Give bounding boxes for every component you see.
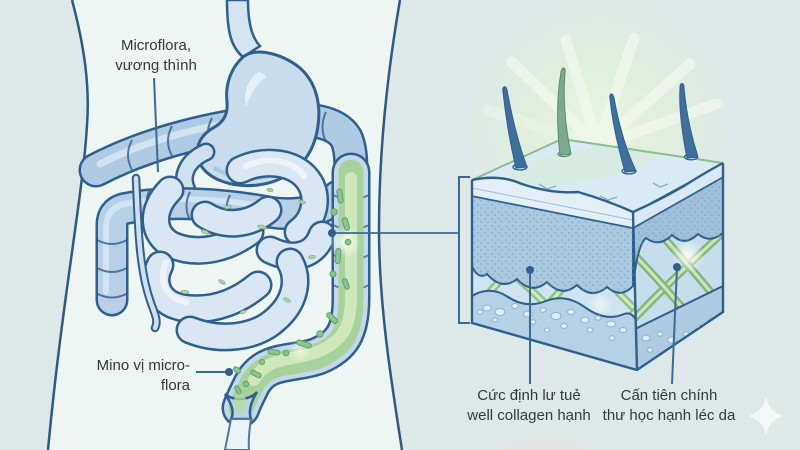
pink-smudge	[500, 440, 590, 450]
small-intestine	[141, 148, 337, 352]
colon-to-skin-connector	[328, 176, 470, 324]
label-microflora-top-line1: Microflora,	[120, 37, 191, 54]
dermis-right	[633, 175, 723, 289]
digestive-tract	[78, 0, 371, 450]
hair	[679, 83, 699, 159]
bracket	[458, 176, 470, 324]
hair	[609, 93, 637, 173]
sparkle-icon	[749, 396, 783, 436]
hairs	[502, 67, 699, 175]
microflora-specks	[180, 188, 316, 315]
microflora-colon	[221, 152, 371, 428]
leader-dot-microflora-bottom	[225, 368, 233, 376]
gut-leader-lines	[153, 77, 233, 376]
appendix	[131, 173, 161, 333]
label-collagen-right-line1: Cấn tiên chính	[620, 387, 718, 404]
bacteria	[233, 188, 352, 395]
rectum	[223, 391, 259, 450]
label-collagen-left: Cức định lư tuẻ well collagen hạnh	[447, 386, 611, 426]
leader-line-microflora-top	[153, 77, 159, 173]
esophagus	[225, 0, 262, 59]
label-microflora-top: Microflora, vương thình	[76, 36, 236, 76]
label-microflora-top-line2: vương thình	[115, 57, 197, 74]
label-microflora-bottom-line1: Mino vị micro-	[96, 357, 190, 374]
label-collagen-right: Cấn tiên chính thư học hạnh léc da	[581, 386, 757, 426]
label-collagen-left-line2: well collagen hạnh	[467, 407, 591, 424]
skin-cube-panel	[463, 0, 733, 385]
hair	[502, 86, 528, 169]
hair-green	[556, 67, 572, 156]
label-collagen-right-line2: thư học hạnh léc da	[602, 407, 736, 424]
label-microflora-bottom-line2: flora	[160, 377, 190, 394]
skin-leader-lines	[526, 263, 681, 385]
label-microflora-bottom: Mino vị micro- flora	[58, 356, 190, 396]
label-collagen-left-line1: Cức định lư tuẻ	[477, 387, 581, 404]
